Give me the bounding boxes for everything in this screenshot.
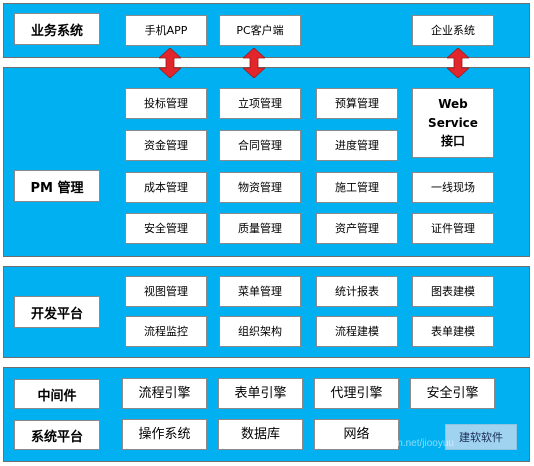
- pm-item-certificates: 证件管理: [412, 213, 494, 244]
- pc-client-box: PC客户端: [219, 15, 301, 46]
- pm-item-safety: 安全管理: [125, 213, 207, 244]
- dev-item-reports: 统计报表: [316, 276, 398, 307]
- dev-item-menu: 菜单管理: [219, 276, 301, 307]
- web-service-interface-box: Web Service 接口: [412, 88, 494, 158]
- pm-item-materials: 物资管理: [219, 172, 301, 203]
- web-service-line-2: Service: [428, 115, 478, 130]
- dev-item-chart-modeling: 图表建模: [412, 276, 494, 307]
- dev-item-view: 视图管理: [125, 276, 207, 307]
- dev-layer-label: 开发平台: [14, 296, 100, 328]
- pm-item-budget: 预算管理: [316, 88, 398, 119]
- pm-layer-label: PM 管理: [14, 170, 100, 202]
- middleware-proxy-engine: 代理引擎: [314, 378, 399, 409]
- pm-item-bidding: 投标管理: [125, 88, 207, 119]
- dev-item-form-modeling: 表单建模: [412, 316, 494, 347]
- dev-item-org-structure: 组织架构: [219, 316, 301, 347]
- brand-badge: 建软软件: [445, 424, 517, 450]
- pm-item-assets: 资产管理: [316, 213, 398, 244]
- business-layer-label: 业务系统: [14, 13, 100, 45]
- source-watermark: https://blog.csdn.net/jiooyuu: [330, 438, 454, 449]
- pm-item-contract: 合同管理: [219, 130, 301, 161]
- middleware-security-engine: 安全引擎: [410, 378, 495, 409]
- pm-item-funds: 资金管理: [125, 130, 207, 161]
- system-database: 数据库: [218, 419, 303, 450]
- web-service-line-3: 接口: [440, 134, 465, 149]
- pm-item-frontline-site: 一线现场: [412, 172, 494, 203]
- double-arrow-icon: [447, 48, 469, 78]
- mobile-app-box: 手机APP: [125, 15, 207, 46]
- middleware-label: 中间件: [14, 379, 100, 409]
- system-platform-label: 系统平台: [14, 420, 100, 450]
- pm-item-construction: 施工管理: [316, 172, 398, 203]
- pm-item-quality: 质量管理: [219, 213, 301, 244]
- double-arrow-icon: [243, 48, 265, 78]
- enterprise-system-box: 企业系统: [412, 15, 494, 46]
- web-service-line-1: Web: [438, 97, 468, 112]
- pm-item-project-setup: 立项管理: [219, 88, 301, 119]
- system-os: 操作系统: [122, 419, 207, 450]
- system-network: 网络: [314, 419, 399, 450]
- dev-item-process-monitor: 流程监控: [125, 316, 207, 347]
- double-arrow-icon: [159, 48, 181, 78]
- dev-item-process-modeling: 流程建模: [316, 316, 398, 347]
- middleware-form-engine: 表单引擎: [218, 378, 303, 409]
- pm-item-cost: 成本管理: [125, 172, 207, 203]
- middleware-process-engine: 流程引擎: [122, 378, 207, 409]
- pm-item-progress: 进度管理: [316, 130, 398, 161]
